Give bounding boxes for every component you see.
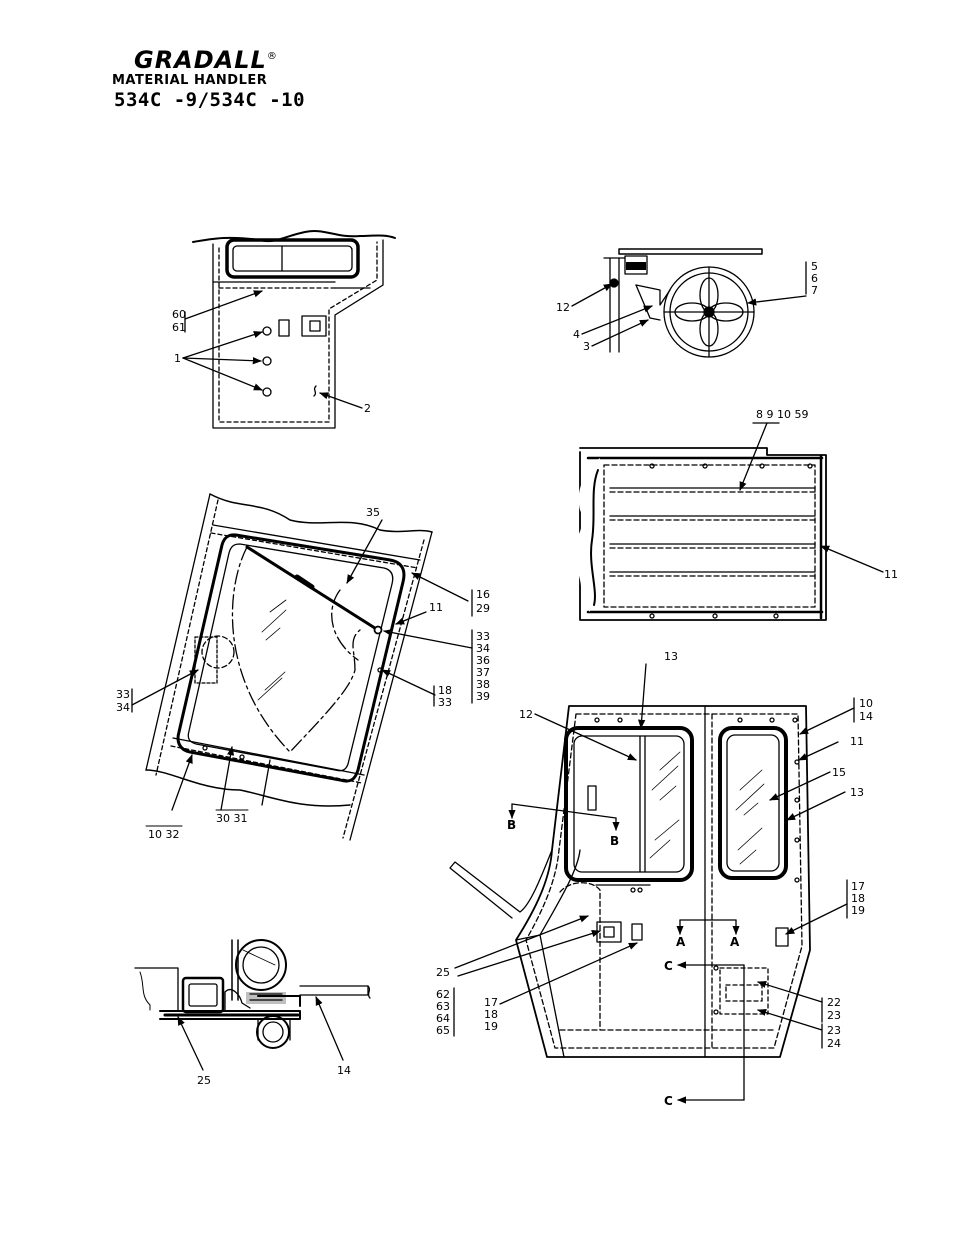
- document-subtitle: MATERIAL HANDLER: [112, 73, 268, 88]
- callout-19-right: 19: [851, 904, 865, 917]
- callout-39: 39: [476, 690, 490, 703]
- door-panel-view: [182, 230, 396, 429]
- cab-assembly-view: [449, 663, 855, 1104]
- callout-11-cab: 11: [850, 735, 864, 748]
- callout-37: 37: [476, 666, 490, 679]
- callout-34b: 34: [116, 701, 130, 714]
- callout-25: 25: [197, 1074, 211, 1087]
- callout-4: 4: [573, 328, 580, 341]
- fan-view: [571, 248, 807, 358]
- section-marker-b-left: B: [507, 818, 516, 832]
- section-marker-c-bottom: C: [664, 1094, 673, 1108]
- callout-36: 36: [476, 654, 490, 667]
- callout-14: 14: [337, 1064, 351, 1077]
- callout-23: 23: [827, 1009, 841, 1022]
- callout-18: 18: [438, 684, 452, 697]
- roof-panel-view: [572, 422, 884, 621]
- callout-12: 12: [556, 301, 570, 314]
- callout-34: 34: [476, 642, 490, 655]
- callout-10: 10: [859, 697, 873, 710]
- callout-18-left: 18: [484, 1008, 498, 1021]
- callout-5: 5: [811, 260, 818, 273]
- callout-19-left: 19: [484, 1020, 498, 1033]
- callout-11-windshield: 11: [429, 601, 443, 614]
- callout-2: 2: [364, 402, 371, 415]
- windshield-view: [131, 493, 473, 841]
- callout-1: 1: [174, 352, 181, 365]
- callout-14-cab: 14: [859, 710, 873, 723]
- section-marker-c-top: C: [664, 959, 673, 973]
- callout-38: 38: [476, 678, 490, 691]
- callout-22: 22: [827, 996, 841, 1009]
- callout-7: 7: [811, 284, 818, 297]
- callout-60: 60: [172, 308, 186, 321]
- callout-11: 11: [884, 568, 898, 581]
- callout-3: 3: [583, 340, 590, 353]
- callout-63: 63: [436, 1000, 450, 1013]
- callout-35: 35: [366, 506, 380, 519]
- callout-25-cab: 25: [436, 966, 450, 979]
- callout-61: 61: [172, 321, 186, 334]
- section-marker-a-left: A: [676, 935, 686, 949]
- callout-18-right: 18: [851, 892, 865, 905]
- section-detail-view: [134, 939, 371, 1071]
- model-number: 534C -9/534C -10: [114, 89, 306, 111]
- brand-name: GRADALL: [134, 46, 267, 74]
- callout-16: 16: [476, 588, 490, 601]
- callout-30-31: 30 31: [216, 812, 248, 825]
- callout-24: 24: [827, 1037, 841, 1050]
- callout-12-cab: 12: [519, 708, 533, 721]
- callout-10-32: 10 32: [148, 828, 180, 841]
- callout-62: 62: [436, 988, 450, 1001]
- header: GRADALL® MATERIAL HANDLER 534C -9/534C -…: [112, 44, 332, 111]
- callout-15: 15: [832, 766, 846, 779]
- callout-8-59: 8 9 10 59: [756, 408, 808, 421]
- callout-33: 33: [476, 630, 490, 643]
- callout-17-left: 17: [484, 996, 498, 1009]
- callout-23b: 23: [827, 1024, 841, 1037]
- callout-33b: 33: [438, 696, 452, 709]
- section-marker-a-right: A: [730, 935, 740, 949]
- callout-33c: 33: [116, 688, 130, 701]
- registered-mark: ®: [266, 51, 278, 62]
- callout-64: 64: [436, 1012, 450, 1025]
- callout-65: 65: [436, 1024, 450, 1037]
- callout-13-right: 13: [850, 786, 864, 799]
- callout-6: 6: [811, 272, 818, 285]
- callout-29: 29: [476, 602, 490, 615]
- callout-17-right: 17: [851, 880, 865, 893]
- callout-13-top: 13: [664, 650, 678, 663]
- brand-logo: GRADALL®: [134, 44, 332, 73]
- section-marker-b-right: B: [610, 834, 619, 848]
